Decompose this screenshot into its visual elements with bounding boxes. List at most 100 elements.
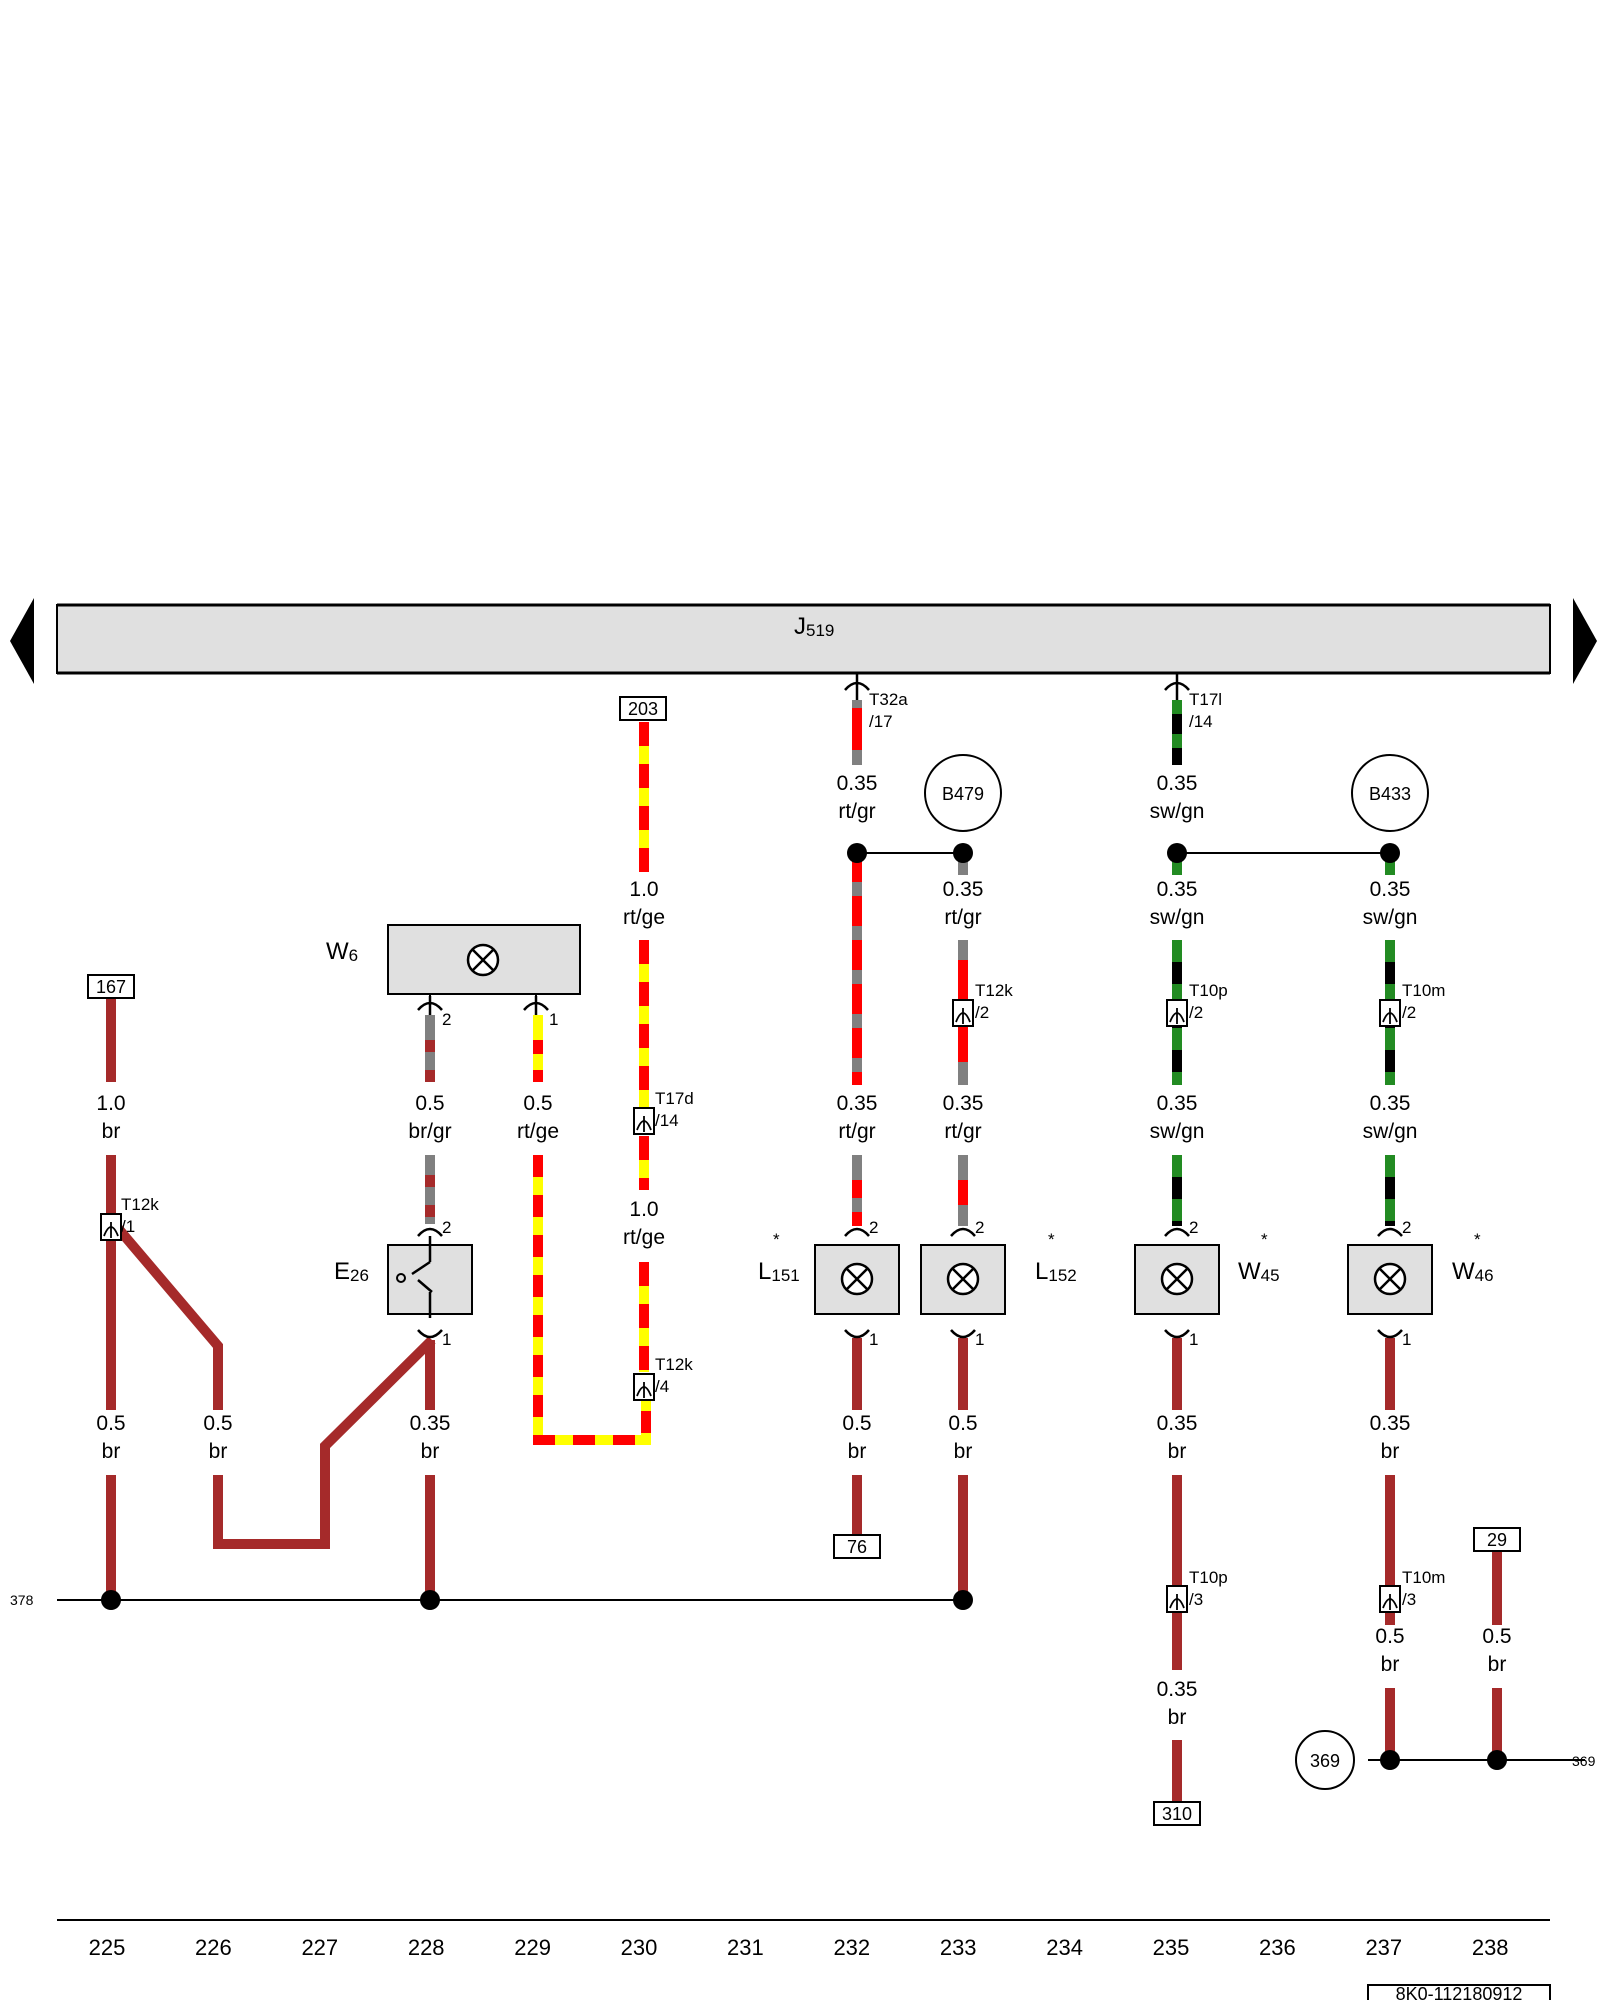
wire-color: br	[1168, 1706, 1187, 1729]
connector-t10m-2-pin: /2	[1402, 1003, 1416, 1022]
connector-t10m-2: T10m	[1402, 981, 1445, 1000]
junction-dot	[1167, 843, 1187, 863]
svg-text:2: 2	[1402, 1218, 1411, 1237]
wire-size: 0.5	[415, 1092, 444, 1115]
svg-text:29: 29	[1487, 1530, 1507, 1550]
column-number: 236	[1259, 1935, 1296, 1960]
ref-box-203[interactable]: 203	[619, 696, 667, 721]
column-number: 234	[1046, 1935, 1083, 1960]
connector-t10p-2: T10p	[1189, 981, 1228, 1000]
svg-text:8K0-112180912: 8K0-112180912	[1396, 1984, 1523, 2000]
wire-layer	[106, 700, 1502, 1805]
connector-t12k-4-pin: /4	[655, 1377, 669, 1396]
wire-color: sw/gn	[1150, 906, 1205, 929]
wire-color: br	[102, 1120, 121, 1143]
wire-color: rt/gr	[944, 1120, 981, 1143]
svg-text:2: 2	[975, 1218, 984, 1237]
wire-size: 0.35	[1157, 1092, 1198, 1115]
wire-color: br	[421, 1440, 440, 1463]
component-label-l151: L151	[758, 1258, 800, 1285]
wire-size: 0.35	[837, 772, 878, 795]
wire-color: br	[954, 1440, 973, 1463]
svg-text:369: 369	[1310, 1751, 1340, 1771]
wire-size: 0.35	[410, 1412, 451, 1435]
wire-color: br/gr	[408, 1120, 451, 1143]
component-label-l152: L152	[1035, 1258, 1077, 1285]
connector-t32a-pin: /17	[869, 712, 893, 731]
connector-t10p-3-pin: /3	[1189, 1590, 1203, 1609]
column-number: 225	[89, 1935, 126, 1960]
wire-size: 0.5	[842, 1412, 871, 1435]
wire-color: rt/ge	[623, 1226, 665, 1249]
inline-connector-arrows	[103, 1008, 1398, 1610]
svg-text:2: 2	[869, 1218, 878, 1237]
component-e26	[387, 1236, 473, 1318]
junction-dot	[420, 1590, 440, 1610]
wire-size: 0.35	[1157, 772, 1198, 795]
component-star-l151: *	[773, 1230, 780, 1249]
wire-color: br	[848, 1440, 867, 1463]
wire-226-227-route	[213, 1336, 436, 1549]
wire-size: 0.35	[1370, 1412, 1411, 1435]
component-label-e26: E26	[334, 1258, 369, 1285]
svg-text:167: 167	[96, 977, 126, 997]
junction-dot	[1487, 1750, 1507, 1770]
ref-box-310[interactable]: 310	[1153, 1801, 1201, 1826]
wire-color: br	[1381, 1653, 1400, 1676]
junction-dot	[953, 1590, 973, 1610]
component-w45	[1134, 1244, 1220, 1315]
ground-point-369[interactable]: 369	[1295, 1730, 1355, 1790]
connector-t10m-3: T10m	[1402, 1568, 1445, 1587]
column-number: 229	[514, 1935, 551, 1960]
wire-229-loop-r	[533, 1155, 651, 1445]
ref-box-76[interactable]: 76	[833, 1534, 881, 1559]
wire-color: rt/gr	[944, 906, 981, 929]
svg-text:B479: B479	[942, 784, 984, 804]
wire-color: br	[102, 1440, 121, 1463]
junction-dot	[847, 843, 867, 863]
svg-text:1: 1	[1402, 1330, 1411, 1349]
wire-size: 0.35	[943, 1092, 984, 1115]
wire-size: 0.5	[96, 1412, 125, 1435]
wire-label-layer: 1.0 br 0.5 br 0.5 br 0.5 br/gr 0.35 br 0…	[96, 772, 1511, 1729]
wire-size: 1.0	[96, 1092, 125, 1115]
connector-t17d-pin: /14	[655, 1111, 679, 1130]
bus-layer	[57, 852, 1585, 1921]
ref-box-167[interactable]: 167	[87, 974, 135, 999]
connector-label-layer: T32a /17 T17l /14 T12k /1 T17d /14 T12k …	[121, 690, 1445, 1609]
column-number: 237	[1365, 1935, 1402, 1960]
ground-point-b433[interactable]: B433	[1351, 754, 1429, 832]
wire-color: sw/gn	[1363, 1120, 1418, 1143]
connector-t10p-3: T10p	[1189, 1568, 1228, 1587]
svg-text:1: 1	[975, 1330, 984, 1349]
svg-text:76: 76	[847, 1537, 867, 1557]
ground-point-b479[interactable]: B479	[924, 754, 1002, 832]
wire-color: br	[1488, 1653, 1507, 1676]
wire-size: 0.5	[523, 1092, 552, 1115]
column-number: 232	[833, 1935, 870, 1960]
wire-color: rt/gr	[838, 800, 875, 823]
page-prev-arrow[interactable]	[10, 598, 34, 684]
junction-layer	[101, 843, 1507, 1770]
connector-t12k-2: T12k	[975, 981, 1013, 1000]
connector-t12k-2-pin: /2	[975, 1003, 989, 1022]
connector-t10m-3-pin: /3	[1402, 1590, 1416, 1609]
wire-size: 0.35	[943, 878, 984, 901]
svg-text:1: 1	[869, 1330, 878, 1349]
wire-size: 1.0	[629, 878, 658, 901]
svg-text:B433: B433	[1369, 784, 1411, 804]
wire-color: sw/gn	[1150, 1120, 1205, 1143]
ref-box-29[interactable]: 29	[1473, 1527, 1521, 1552]
edge-ref-right: 369	[1572, 1753, 1596, 1769]
component-label-w46: W46	[1452, 1258, 1494, 1285]
page-next-arrow[interactable]	[1573, 598, 1597, 684]
svg-text:1: 1	[442, 1330, 451, 1349]
junction-dot	[1380, 1750, 1400, 1770]
wire-size: 0.35	[1370, 1092, 1411, 1115]
component-w6	[387, 924, 581, 995]
wire-color: rt/ge	[623, 906, 665, 929]
wire-size: 0.35	[1370, 878, 1411, 901]
svg-text:2: 2	[442, 1218, 451, 1237]
control-unit-j519: J519	[56, 603, 1551, 675]
connector-t32a: T32a	[869, 690, 908, 709]
